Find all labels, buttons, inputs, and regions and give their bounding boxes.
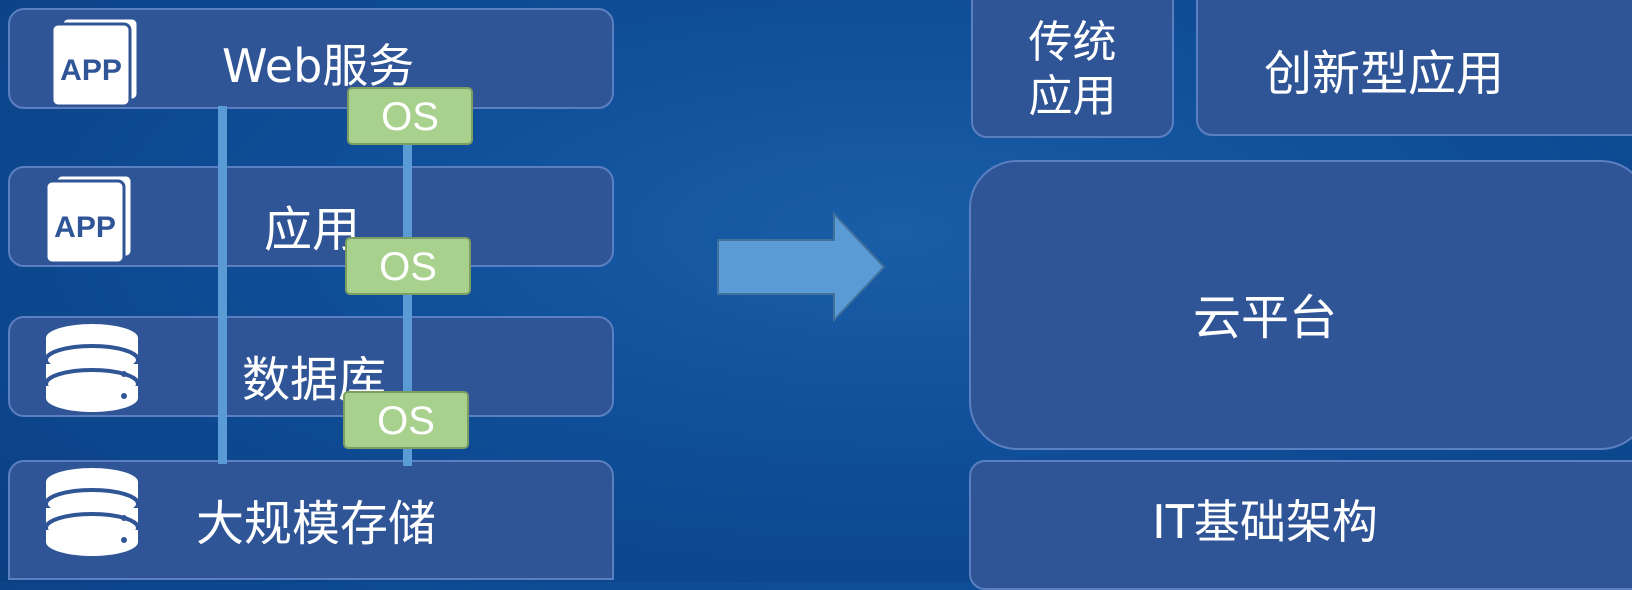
- connector-line: [218, 106, 227, 464]
- innovative-app-label: 创新型应用: [1263, 46, 1504, 102]
- right-arrow-icon: [717, 212, 886, 322]
- os-badge: OS: [347, 87, 473, 145]
- database-icon: [44, 324, 140, 412]
- database-icon: [44, 468, 140, 556]
- traditional-app-label-line1: 传统: [1028, 17, 1117, 68]
- svg-text:APP: APP: [54, 211, 116, 244]
- os-badge: OS: [345, 237, 471, 295]
- svg-text:APP: APP: [60, 54, 122, 87]
- app-icon: APP: [50, 16, 140, 106]
- it-infrastructure-box: IT基础架构: [969, 460, 1632, 590]
- app-icon: APP: [44, 173, 134, 263]
- cloud-platform-label: 云平台: [1192, 290, 1337, 346]
- innovative-app-box: 创新型应用: [1196, 0, 1632, 136]
- web-service-label: Web服务: [222, 39, 415, 93]
- os-badge: OS: [343, 391, 469, 449]
- traditional-app-box: 传统 应用: [971, 0, 1174, 138]
- traditional-app-label-line2: 应用: [1028, 71, 1117, 122]
- application-label: 应用: [264, 202, 361, 258]
- storage-label: 大规模存储: [196, 496, 437, 552]
- cloud-platform-box: 云平台: [969, 160, 1632, 450]
- connector-line: [403, 140, 412, 466]
- it-infrastructure-label: IT基础架构: [1152, 495, 1378, 549]
